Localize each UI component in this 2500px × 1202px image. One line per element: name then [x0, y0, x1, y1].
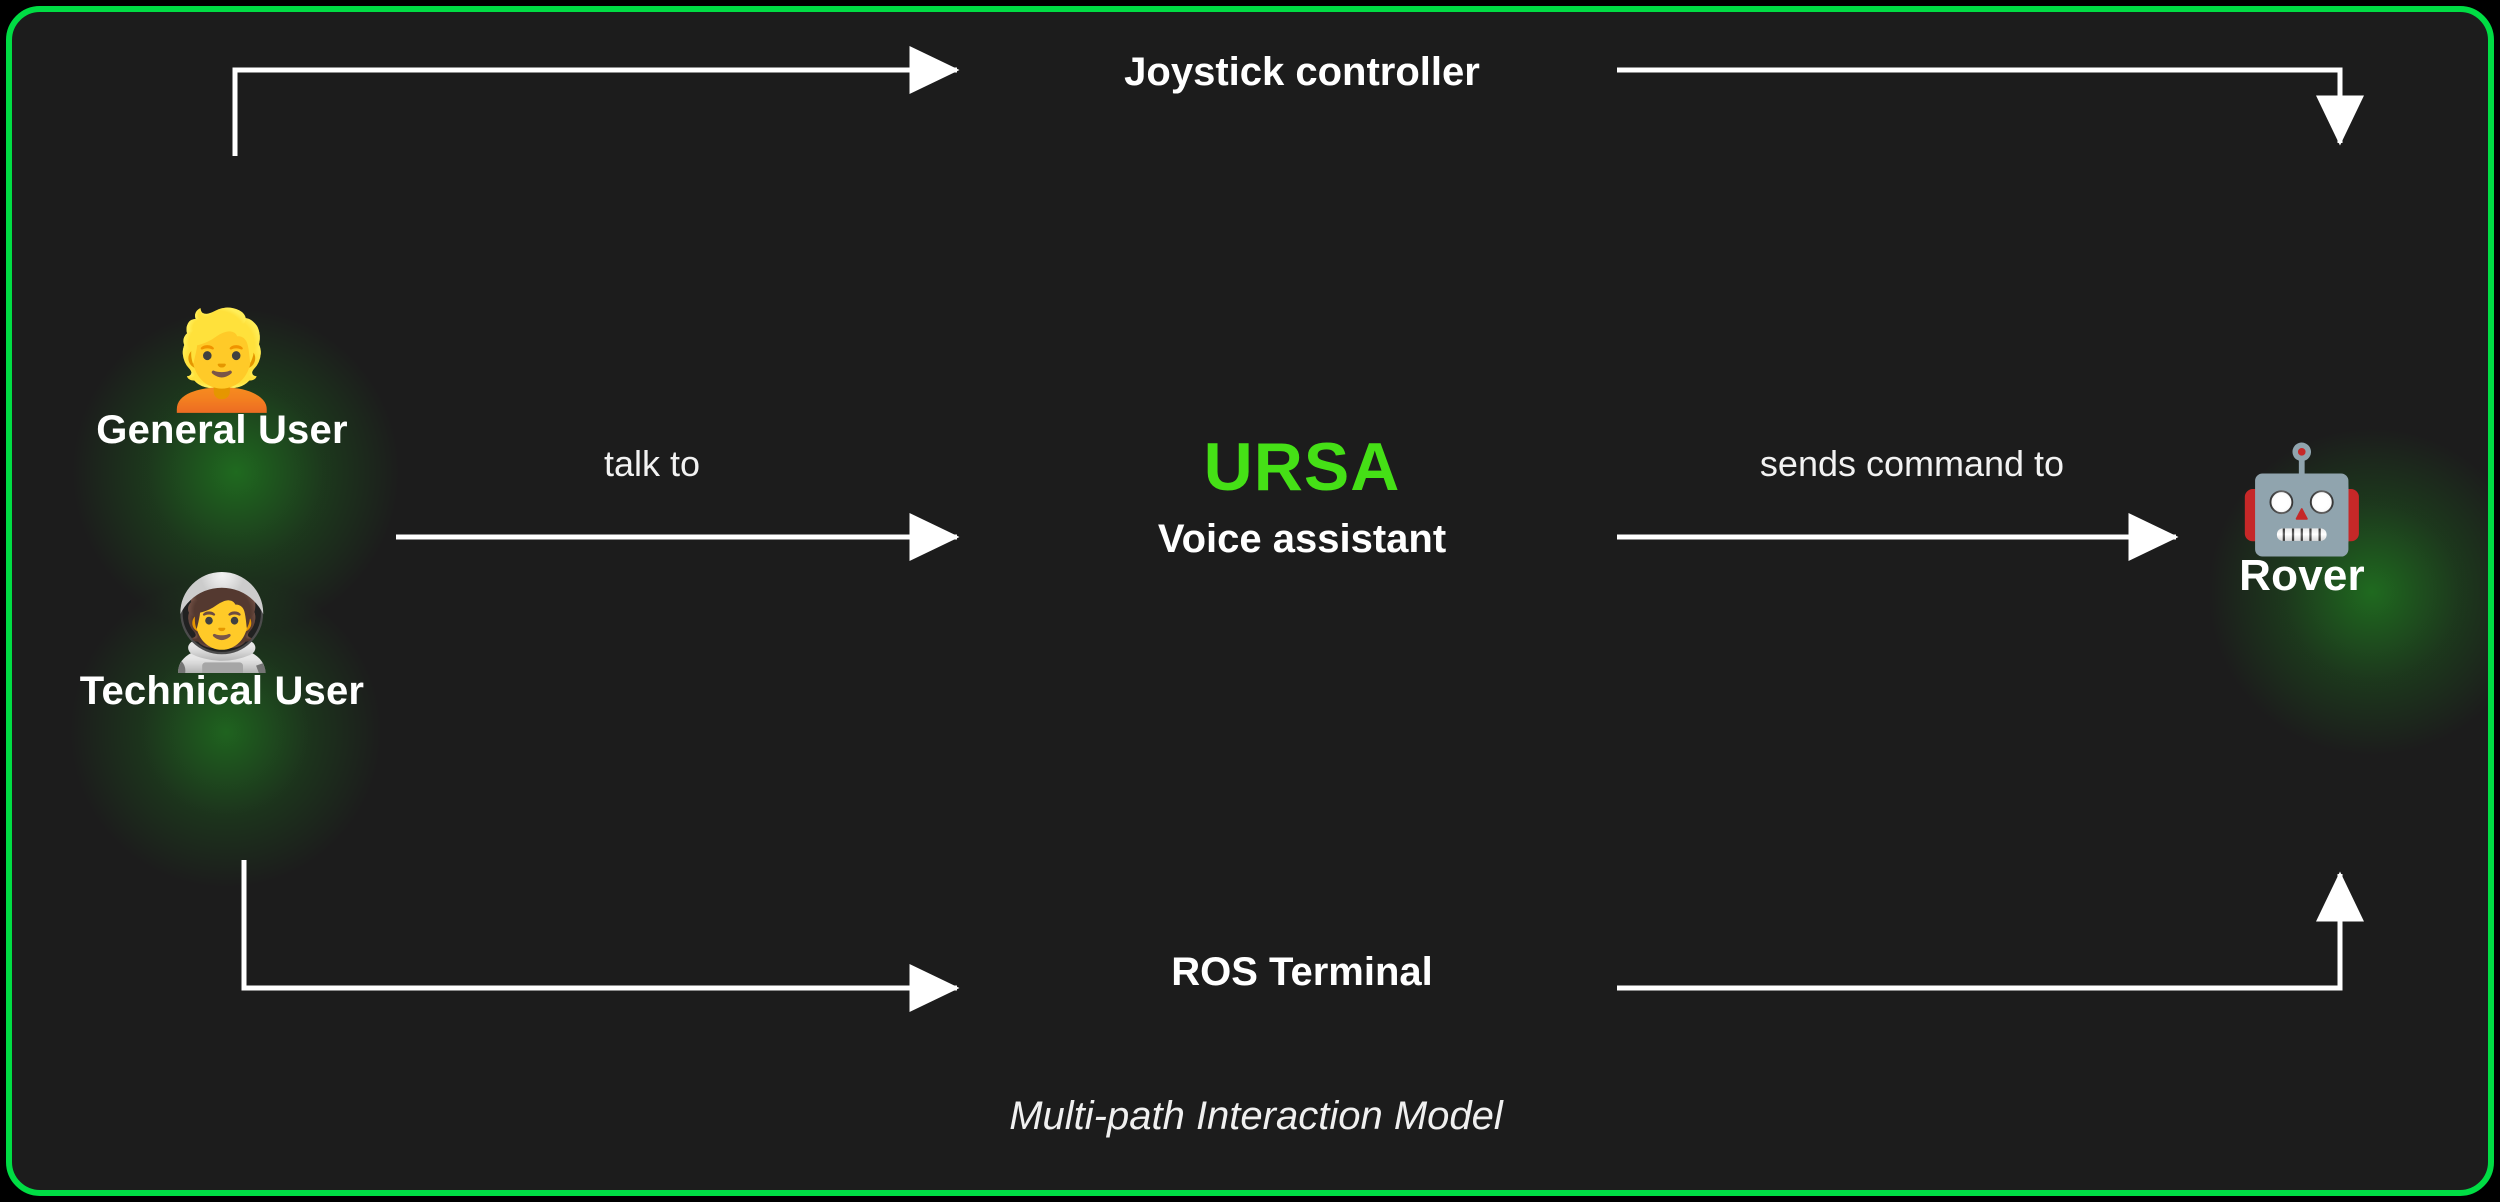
node-technical-user-label: Technical User: [79, 669, 365, 713]
node-general-user[interactable]: 👱 General User: [42, 312, 402, 453]
node-general-user-label: General User: [96, 408, 348, 452]
edge-label-talk-to: talk to: [603, 443, 701, 484]
person-blond-icon: 👱: [162, 304, 282, 416]
node-ursa[interactable]: URSA Voice assistant: [1012, 429, 1592, 562]
connector-layer: [232, 46, 2364, 1012]
robot-face-icon: 🤖: [2237, 438, 2367, 560]
wire-ros-terminal-to-rover: [1617, 871, 2364, 991]
node-rover-label: Rover: [2239, 551, 2365, 600]
edge-label-sends-command-to: sends command to: [1759, 443, 2065, 484]
diagram-panel: Joystick controller 👱 General User 🧑‍🚀 T…: [6, 6, 2494, 1196]
wire-users-to-joystick: [232, 46, 960, 156]
channel-label-joystick-controller: Joystick controller: [1124, 50, 1480, 94]
ursa-subtitle: Voice assistant: [1157, 517, 1447, 562]
wire-joystick-to-rover: [1617, 67, 2364, 146]
channel-label-ros-terminal: ROS Terminal: [1171, 950, 1433, 994]
ursa-title: URSA: [1203, 429, 1401, 505]
node-rover[interactable]: 🤖 Rover: [2122, 447, 2482, 601]
wire-users-to-ros-terminal: [241, 860, 960, 1012]
node-technical-user[interactable]: 🧑‍🚀 Technical User: [42, 577, 402, 714]
diagram-caption: Multi-path Interaction Model: [1009, 1094, 1503, 1138]
astronaut-icon: 🧑‍🚀: [164, 569, 280, 676]
